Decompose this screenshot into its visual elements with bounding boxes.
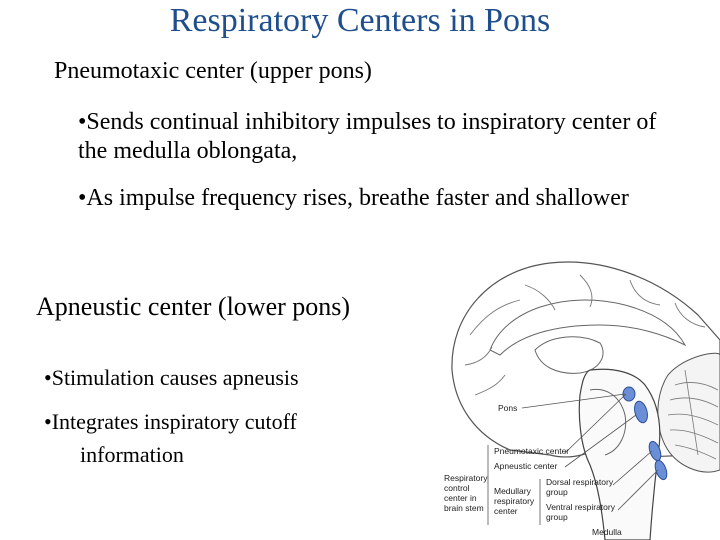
bullet-inspiratory-cutoff: •Integrates inspiratory cutoff informati…	[44, 405, 374, 471]
gyri-folds	[464, 274, 706, 396]
bullet-impulse-frequency: •As impulse frequency rises, breathe fas…	[78, 185, 629, 211]
label-medullary-2: respiratory	[494, 496, 535, 506]
label-pons: Pons	[498, 403, 517, 413]
label-dorsal-1: Dorsal respiratory	[546, 477, 614, 487]
apneustic-heading: Apneustic center (lower pons)	[36, 292, 351, 321]
page-title: Respiratory Centers in Pons	[169, 2, 551, 39]
label-respiratory-control-2: control	[444, 483, 470, 493]
cerebellum-folia	[667, 369, 719, 460]
cerebellum	[657, 352, 720, 473]
pons-bulge	[589, 388, 627, 456]
bullet-inhibitory-impulses: •Sends continual inhibitory impulses to …	[78, 109, 657, 164]
label-respiratory-control-1: Respiratory	[444, 473, 488, 483]
label-medullary-1: Medullary	[494, 486, 532, 496]
bullet-apneusis: •Stimulation causes apneusis	[44, 365, 299, 390]
label-dorsal-2: group	[546, 487, 568, 497]
label-respiratory-control-3: center in	[444, 493, 477, 503]
label-ventral-2: group	[546, 512, 568, 522]
label-apneustic-center: Apneustic center	[494, 461, 557, 471]
bullet-inspiratory-cutoff-line2: information	[80, 442, 184, 467]
label-ventral-1: Ventral respiratory	[546, 502, 616, 512]
label-medulla: Medulla	[592, 527, 622, 537]
apneustic-center-shape	[634, 400, 648, 424]
label-medullary-3: center	[494, 506, 518, 516]
brainstem-diagram: Pons Pneumotaxic center Apneustic center…	[444, 261, 720, 540]
corpus-callosum	[489, 299, 687, 356]
pneumotaxic-heading: Pneumotaxic center (upper pons)	[54, 58, 372, 84]
thalamus	[534, 336, 604, 374]
label-pneumotaxic-center: Pneumotaxic center	[494, 446, 569, 456]
bullet-inspiratory-cutoff-line1: •Integrates inspiratory cutoff	[44, 409, 297, 434]
label-respiratory-control-4: brain stem	[444, 503, 484, 513]
